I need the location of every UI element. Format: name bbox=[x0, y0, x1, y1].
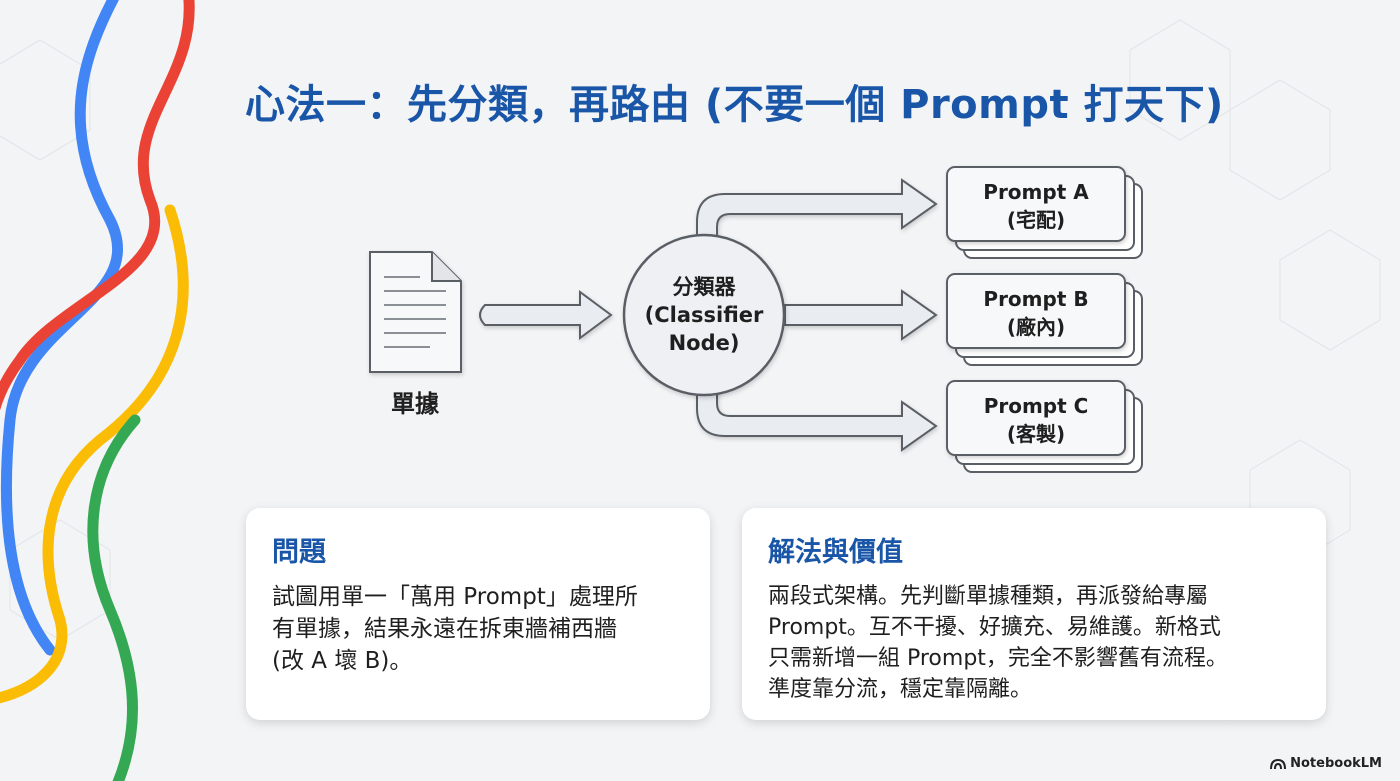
solution-line-1: 兩段式架構。先判斷單據種類，再派發給專屬 bbox=[768, 584, 1209, 609]
solution-text: 兩段式架構。先判斷單據種類，再派發給專屬 Prompt。互不干擾、好擴充、易維護… bbox=[768, 581, 1300, 705]
classifier-node bbox=[622, 233, 786, 397]
prompt-c-sub: (客製) bbox=[1007, 422, 1065, 446]
solution-line-3: 只需新增一組 Prompt，完全不影響舊有流程。 bbox=[768, 646, 1228, 671]
prompt-b-sub: (廠內) bbox=[1007, 315, 1065, 339]
problem-line-2: 有單據，結果永遠在拆東牆補西牆 bbox=[272, 616, 617, 642]
problem-heading: 問題 bbox=[272, 537, 326, 568]
prompt-a-name: Prompt A bbox=[983, 180, 1089, 204]
prompt-a-sub: (宅配) bbox=[1007, 208, 1065, 232]
yellow-ribbon bbox=[0, 204, 189, 704]
prompt-c-stack: Prompt C (客製) bbox=[946, 380, 1143, 473]
brand-watermark: NotebookLM bbox=[1270, 756, 1382, 771]
document-icon bbox=[369, 251, 462, 373]
green-ribbon bbox=[87, 414, 141, 781]
prompt-a-stack: Prompt A (宅配) bbox=[946, 166, 1143, 259]
problem-card: 問題 試圖用單一「萬用 Prompt」處理所 有單據，結果永遠在拆東牆補西牆 (… bbox=[246, 508, 710, 720]
prompt-b-name: Prompt B bbox=[983, 287, 1088, 311]
arrow-to-prompt-b bbox=[784, 289, 938, 341]
solution-card: 解法與價值 兩段式架構。先判斷單據種類，再派發給專屬 Prompt。互不干擾、好… bbox=[742, 508, 1326, 720]
solution-line-2: Prompt。互不干擾、好擴充、易維護。新格式 bbox=[768, 615, 1221, 640]
notebooklm-logo-icon bbox=[1270, 758, 1287, 769]
classifier-label-line-2: (Classifier bbox=[645, 303, 764, 327]
problem-text: 試圖用單一「萬用 Prompt」處理所 有單據，結果永遠在拆東牆補西牆 (改 A… bbox=[272, 581, 684, 677]
solution-heading: 解法與價值 bbox=[768, 537, 903, 568]
problem-line-1: 試圖用單一「萬用 Prompt」處理所 bbox=[272, 584, 638, 610]
arrow-document-to-classifier bbox=[479, 290, 613, 340]
problem-line-3: (改 A 壞 B)。 bbox=[272, 648, 413, 674]
prompt-b-stack: Prompt B (廠內) bbox=[946, 273, 1143, 366]
prompt-c-name: Prompt C bbox=[984, 394, 1089, 418]
arrow-to-prompt-c bbox=[696, 389, 938, 452]
brand-name: NotebookLM bbox=[1290, 756, 1382, 771]
input-label: 單據 bbox=[391, 390, 440, 418]
classifier-label-line-3: Node) bbox=[669, 331, 740, 355]
slide-title: 心法一：先分類，再路由 (不要一個 Prompt 打天下) bbox=[245, 82, 1224, 128]
red-ribbon bbox=[0, 0, 195, 411]
classifier-label-line-1: 分類器 bbox=[673, 275, 737, 299]
solution-line-4: 準度靠分流，穩定靠隔離。 bbox=[768, 677, 1033, 702]
arrow-to-prompt-a bbox=[696, 178, 938, 241]
